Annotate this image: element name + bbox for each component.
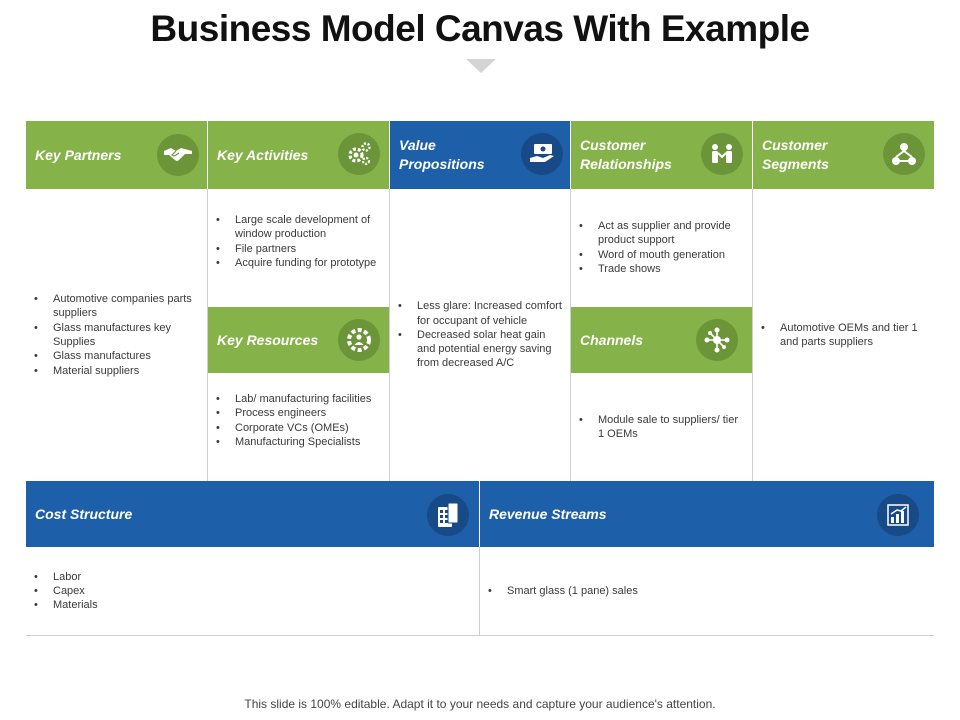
list-item: Trade shows (579, 262, 746, 277)
list-item: File partners (216, 242, 383, 257)
gear-person-icon (338, 319, 380, 361)
list-item: Materials (34, 598, 97, 613)
list-item: Module sale to suppliers/ tier 1 OEMs (579, 413, 746, 442)
key-resources-body: Lab/ manufacturing facilitiesProcess eng… (208, 373, 389, 481)
list-item: Large scale development of window produc… (216, 213, 383, 242)
value-propositions-list: Less glare: Increased comfort for occupa… (396, 299, 564, 370)
value-propositions-title: Value Propositions (399, 137, 485, 172)
key-activities-body: Large scale development of window produc… (208, 189, 389, 307)
revenue-streams-body: Smart glass (1 pane) sales (480, 547, 934, 635)
divider (752, 189, 753, 481)
divider (389, 189, 390, 481)
channels-body: Module sale to suppliers/ tier 1 OEMs (571, 373, 752, 481)
key-partners-body: Automotive companies parts suppliersGlas… (26, 189, 207, 481)
people-icon (701, 133, 743, 175)
list-item: Corporate VCs (OMEs) (216, 421, 371, 436)
key-resources-title: Key Resources (217, 331, 319, 348)
customer-relationships-title: Customer Relationships (580, 137, 672, 172)
network-icon (696, 319, 738, 361)
key-activities-title: Key Activities (217, 146, 309, 163)
list-item: Decreased solar heat gain and potential … (398, 328, 564, 371)
revenue-streams-title: Revenue Streams (489, 505, 607, 522)
money-hand-icon (521, 133, 563, 175)
value-propositions-header: Value Propositions (390, 121, 570, 189)
cost-structure-header: Cost Structure (26, 481, 479, 547)
key-resources-list: Lab/ manufacturing facilitiesProcess eng… (214, 392, 371, 449)
footer-note: This slide is 100% editable. Adapt it to… (244, 697, 716, 711)
customer-relationships-list: Act as supplier and provide product supp… (577, 219, 746, 276)
list-item: Material suppliers (34, 364, 201, 379)
customer-segments-body: Automotive OEMs and tier 1 and parts sup… (753, 189, 934, 481)
list-item: Automotive companies parts suppliers (34, 292, 201, 321)
channels-title: Channels (580, 331, 644, 348)
revenue-streams-header: Revenue Streams (480, 481, 934, 547)
key-resources-header: Key Resources (208, 307, 389, 373)
handshake-icon (157, 134, 199, 176)
list-item: Less glare: Increased comfort for occupa… (398, 299, 564, 328)
divider (207, 189, 208, 481)
cost-structure-title: Cost Structure (35, 505, 133, 522)
key-partners-title: Key Partners (35, 146, 122, 163)
revenue-streams-list: Smart glass (1 pane) sales (486, 584, 638, 599)
customer-segments-title: Customer Segments (762, 137, 829, 172)
title-arrow (466, 59, 496, 73)
gears-icon (338, 133, 380, 175)
cost-structure-list: LaborCapexMaterials (32, 570, 98, 613)
bar-chart-icon (877, 494, 919, 536)
list-item: Word of mouth generation (579, 248, 746, 263)
customer-segments-header: Customer Segments (753, 121, 934, 189)
list-item: Smart glass (1 pane) sales (488, 584, 638, 599)
list-item: Lab/ manufacturing facilities (216, 392, 371, 407)
list-item: Acquire funding for prototype (216, 256, 383, 271)
divider (479, 547, 480, 635)
list-item: Manufacturing Specialists (216, 435, 371, 450)
customer-relationships-header: Customer Relationships (571, 121, 752, 189)
channels-list: Module sale to suppliers/ tier 1 OEMs (577, 413, 746, 442)
key-partners-header: Key Partners (26, 121, 207, 189)
customer-relationships-body: Act as supplier and provide product supp… (571, 189, 752, 307)
value-propositions-body: Less glare: Increased comfort for occupa… (390, 189, 570, 481)
list-item: Capex (34, 584, 98, 599)
list-item: Process engineers (216, 406, 371, 421)
list-item: Glass manufactures (34, 349, 201, 364)
list-item: Labor (34, 570, 98, 585)
customer-segments-list: Automotive OEMs and tier 1 and parts sup… (759, 321, 928, 350)
calculator-icon (427, 494, 469, 536)
key-activities-list: Large scale development of window produc… (214, 213, 383, 270)
list-item: Act as supplier and provide product supp… (579, 219, 746, 248)
key-partners-list: Automotive companies parts suppliersGlas… (32, 292, 201, 378)
key-activities-header: Key Activities (208, 121, 389, 189)
list-item: Glass manufactures key Supplies (34, 321, 201, 350)
list-item: Automotive OEMs and tier 1 and parts sup… (761, 321, 928, 350)
cost-structure-body: LaborCapexMaterials (26, 547, 479, 635)
divider (26, 635, 934, 636)
divider (570, 189, 571, 481)
hierarchy-icon (883, 133, 925, 175)
channels-header: Channels (571, 307, 752, 373)
page-title: Business Model Canvas With Example (150, 8, 810, 49)
